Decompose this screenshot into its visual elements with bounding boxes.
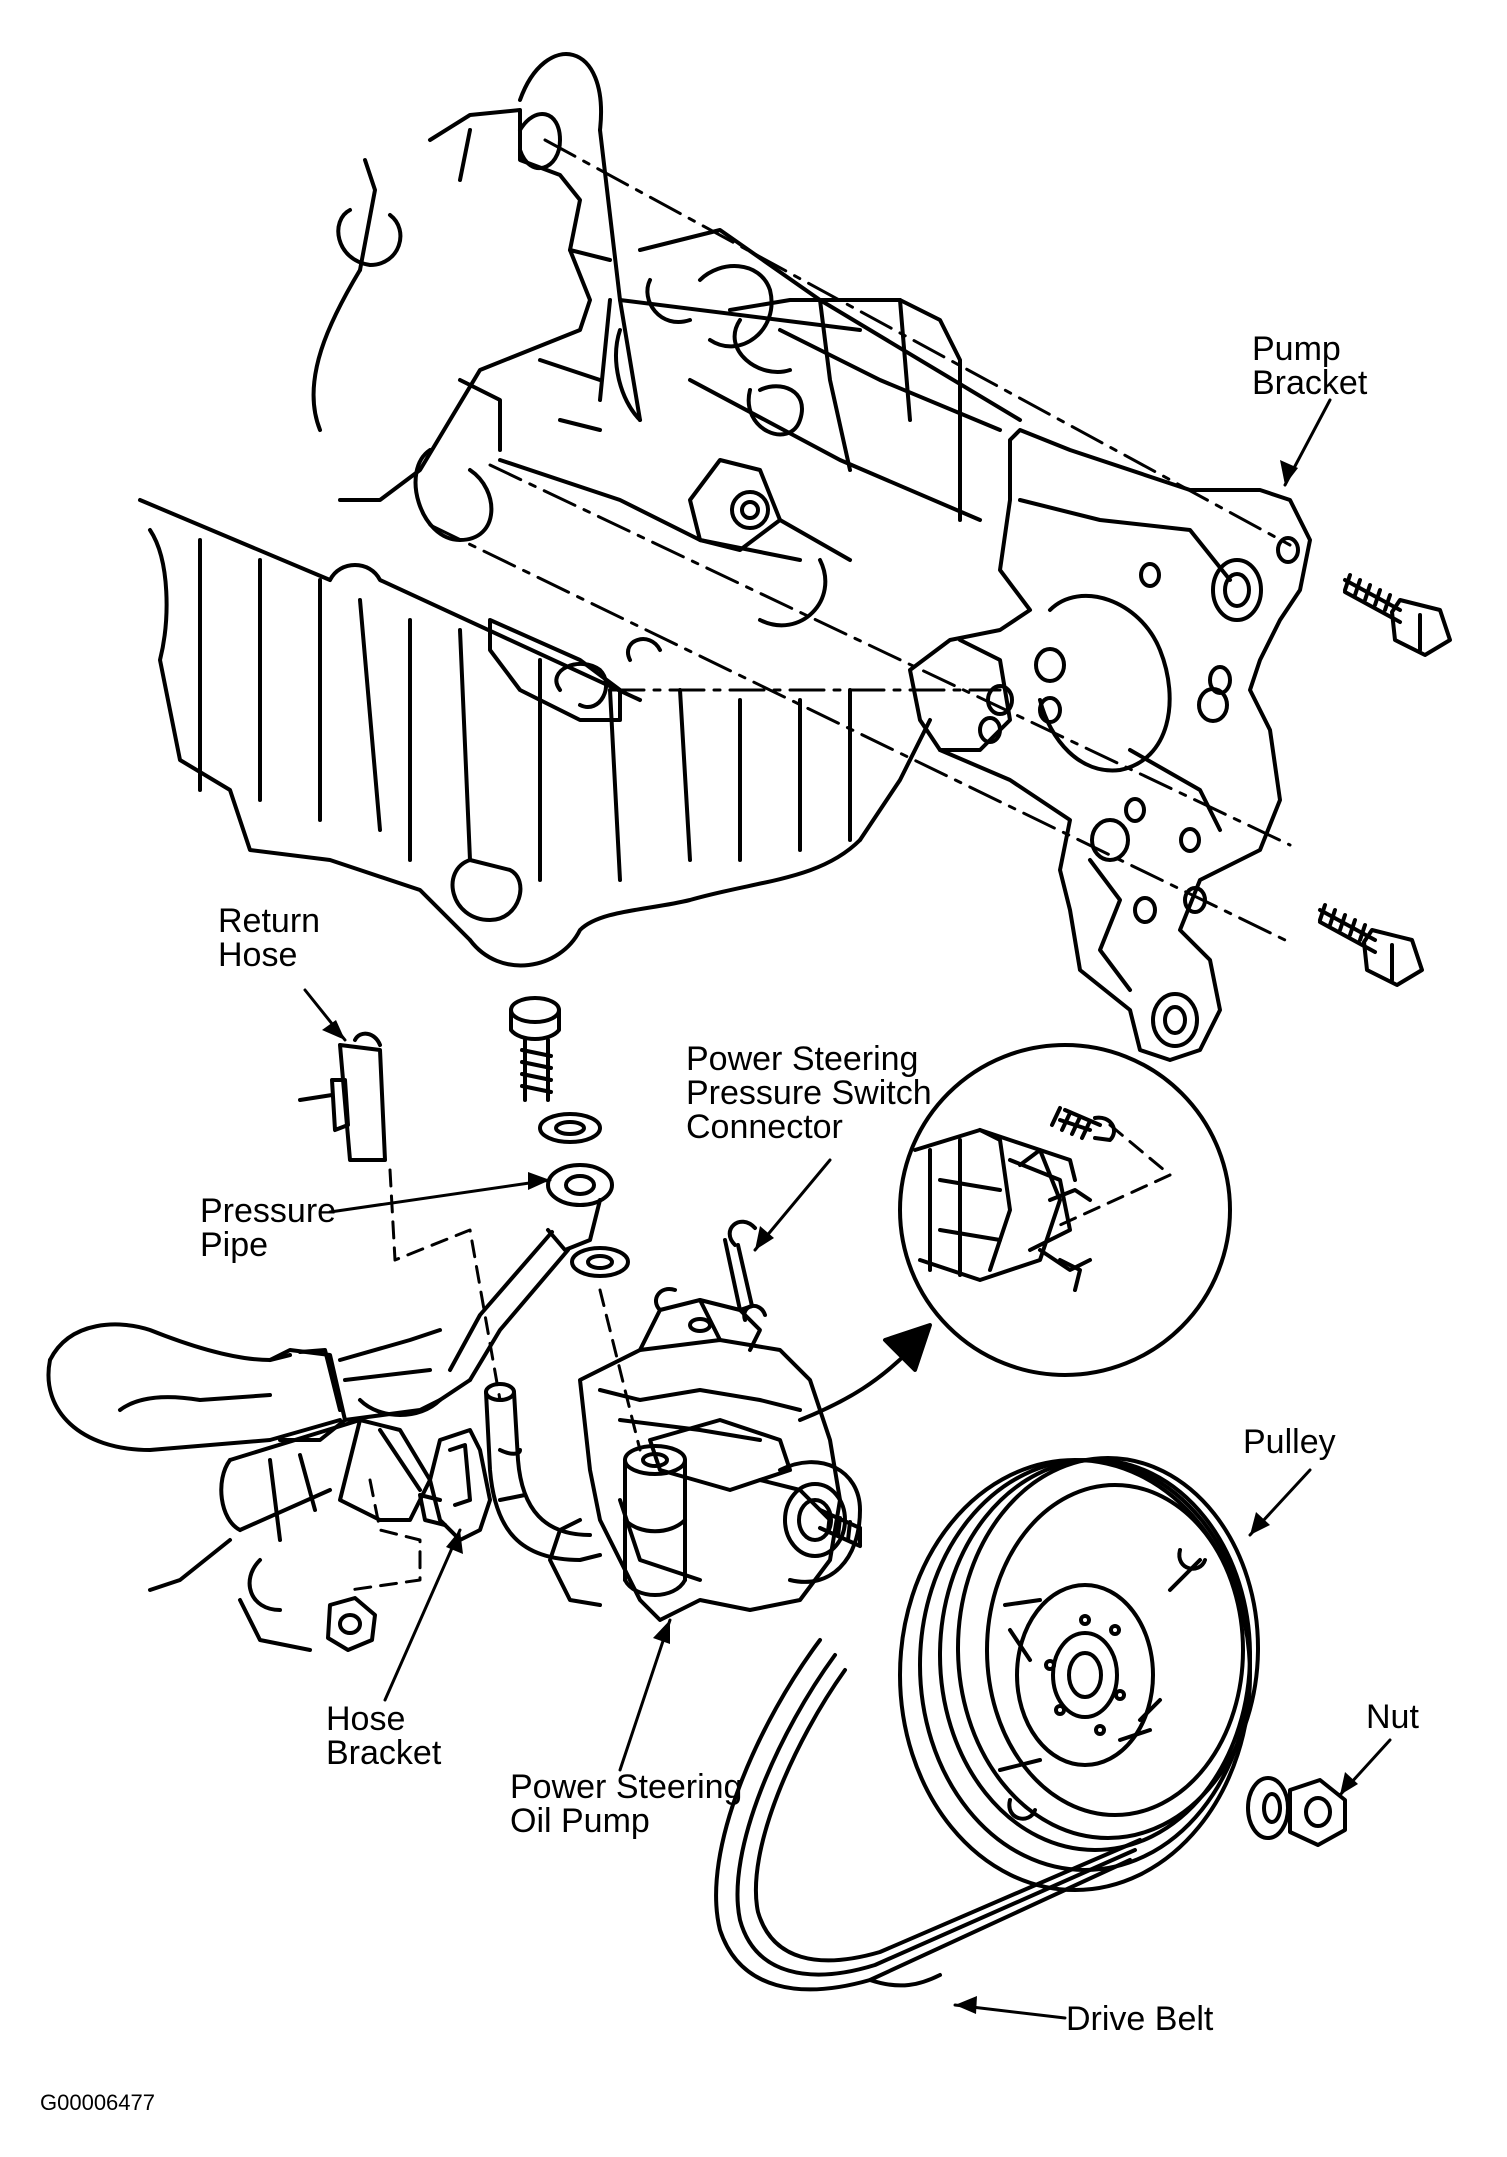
inset-dash-lines <box>1058 1123 1172 1227</box>
label-line: Pump <box>1252 330 1341 368</box>
washer-upper <box>538 1112 602 1144</box>
engine-block <box>138 52 1022 968</box>
label-line: Bracket <box>1252 364 1368 402</box>
leader-lines <box>303 398 1392 2020</box>
label-nut: Nut <box>1366 1700 1419 1734</box>
pulley <box>898 1456 1260 1892</box>
label-line: Nut <box>1366 1698 1419 1736</box>
label-line: Pulley <box>1243 1423 1336 1461</box>
pump-bolt <box>509 996 561 1102</box>
label-line: Pressure Switch <box>686 1074 932 1112</box>
label-pressure-pipe: Pressure Pipe <box>200 1194 336 1262</box>
label-hose-bracket: Hose Bracket <box>326 1702 441 1770</box>
washer-lower <box>570 1246 630 1278</box>
label-line: Bracket <box>326 1734 442 1772</box>
label-line: Hose <box>218 936 298 974</box>
pulley-washer <box>1246 1776 1290 1840</box>
label-line: Power Steering <box>510 1768 743 1806</box>
pump-bracket <box>908 428 1312 1062</box>
figure-id: G00006477 <box>40 2090 155 2115</box>
hose-bracket-nut <box>326 1596 377 1652</box>
bracket-bolt-upper <box>1343 573 1452 657</box>
hose-bracket <box>418 1428 492 1542</box>
label-line: Oil Pump <box>510 1802 650 1840</box>
label-return-hose: Return Hose <box>218 904 320 972</box>
label-line: Pressure <box>200 1192 337 1230</box>
label-pump-bracket: Pump Bracket <box>1252 332 1367 400</box>
bracket-bolt-lower <box>1318 903 1424 987</box>
leader-arrowheads <box>322 460 1358 2014</box>
power-steering-oil-pump <box>484 1287 862 1622</box>
label-line: Hose <box>326 1700 406 1738</box>
label-oil-pump: Power Steering Oil Pump <box>510 1770 742 1838</box>
label-line: Power Steering <box>686 1040 919 1078</box>
pressure-switch-clip <box>723 1219 757 1312</box>
return-hose <box>298 1031 387 1162</box>
label-line: Return <box>218 902 321 940</box>
detail-arrow <box>798 1323 932 1422</box>
pressure-pipe <box>358 1163 614 1417</box>
routing-lines <box>348 1168 642 1592</box>
drive-belt <box>714 1638 1142 1992</box>
hoses <box>46 1322 442 1652</box>
connector-detail-inset <box>898 1043 1232 1377</box>
label-line: Pipe <box>200 1226 269 1264</box>
label-line: Connector <box>686 1108 843 1146</box>
label-line: Drive Belt <box>1066 2000 1214 2038</box>
pulley-nut <box>1288 1778 1347 1847</box>
label-pulley: Pulley <box>1243 1425 1336 1459</box>
label-pressure-switch-connector: Power Steering Pressure Switch Connector <box>686 1042 932 1144</box>
label-drive-belt: Drive Belt <box>1066 2002 1213 2036</box>
alignment-lines <box>428 138 1292 942</box>
